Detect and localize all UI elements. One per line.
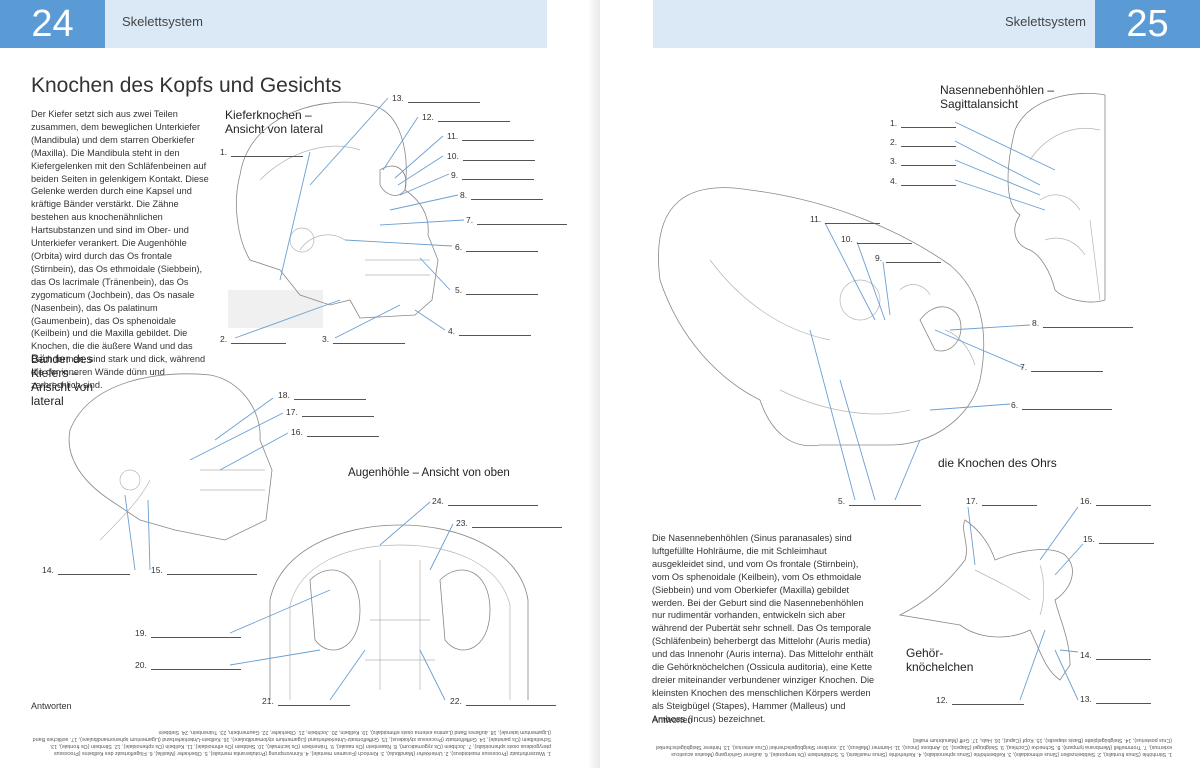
label-oss-14: 14. (1080, 650, 1151, 660)
label-lig-16: 16. (291, 427, 379, 437)
label-orbit-19: 19. (135, 628, 241, 638)
label-oss-16: 16. (1080, 496, 1151, 506)
label-ear-5: 5. (838, 496, 921, 506)
answers-text-left: 1. Warzenfortsatz (Processus mastoideus)… (31, 714, 551, 756)
label-jaw-10: 10. (447, 151, 535, 161)
answers-text-right: 1. Stirnhöhle (Sinus frontalis), 2. Sieb… (652, 727, 1172, 757)
label-lig-14: 14. (42, 565, 130, 575)
label-oss-12: 12. (936, 695, 1024, 705)
label-ear-8: 8. (1032, 318, 1133, 328)
label-orbit-21: 21. (262, 696, 350, 706)
leader-lines-sinus (955, 122, 1055, 210)
skull-ligaments-drawing (69, 374, 272, 540)
label-ear-6: 6. (1011, 400, 1112, 410)
label-lig-18: 18. (278, 390, 366, 400)
label-lig-17: 17. (286, 407, 374, 417)
label-jaw-11: 11. (447, 131, 534, 141)
label-jaw-1: 1. (220, 147, 303, 157)
orbit-top-drawing (270, 525, 528, 700)
label-oss-13: 13. (1080, 694, 1151, 704)
label-jaw-12: 12. (422, 112, 510, 122)
skull-illustrations (0, 0, 600, 768)
left-page: 24 Skelettsystem Knochen des Kopfs und G… (0, 0, 600, 768)
right-page: 25 Skelettsystem Nasennebenhöhlen – Sagi… (600, 0, 1200, 768)
label-orbit-22: 22. (450, 696, 556, 706)
label-ear-9: 9. (875, 253, 941, 263)
label-jaw-2: 2. (220, 334, 286, 344)
label-jaw-4: 4. (448, 326, 531, 336)
label-jaw-13: 13. (392, 93, 480, 103)
sagittal-head-drawing (1008, 93, 1105, 302)
label-ear-7: 7. (1020, 362, 1103, 372)
label-oss-17: 17. (966, 496, 1037, 506)
leader-lines-ligaments (125, 398, 288, 570)
label-sinus-4: 4. (890, 176, 956, 186)
label-ear-11: 11. (810, 214, 880, 224)
label-jaw-5: 5. (455, 285, 538, 295)
label-ear-10: 10. (841, 234, 912, 244)
skull-lateral-drawing (228, 102, 438, 328)
label-jaw-9: 9. (451, 170, 534, 180)
answers-heading-right: Antworten (652, 715, 693, 725)
label-orbit-23: 23. (456, 518, 562, 528)
label-sinus-2: 2. (890, 137, 956, 147)
leader-lines-ear (810, 223, 1030, 500)
label-jaw-3: 3. (322, 334, 405, 344)
label-orbit-20: 20. (135, 660, 241, 670)
label-jaw-6: 6. (455, 242, 538, 252)
label-oss-15: 15. (1083, 534, 1154, 544)
ossicles-drawing (900, 520, 1072, 680)
label-sinus-3: 3. (890, 156, 956, 166)
label-orbit-24: 24. (432, 496, 538, 506)
label-jaw-8: 8. (460, 190, 543, 200)
leader-lines-orbit (230, 502, 453, 700)
label-lig-15: 15. (151, 565, 257, 575)
answers-heading-left: Antworten (31, 701, 72, 711)
label-sinus-1: 1. (890, 118, 956, 128)
ear-drawing (658, 188, 983, 446)
label-jaw-7: 7. (466, 215, 567, 225)
